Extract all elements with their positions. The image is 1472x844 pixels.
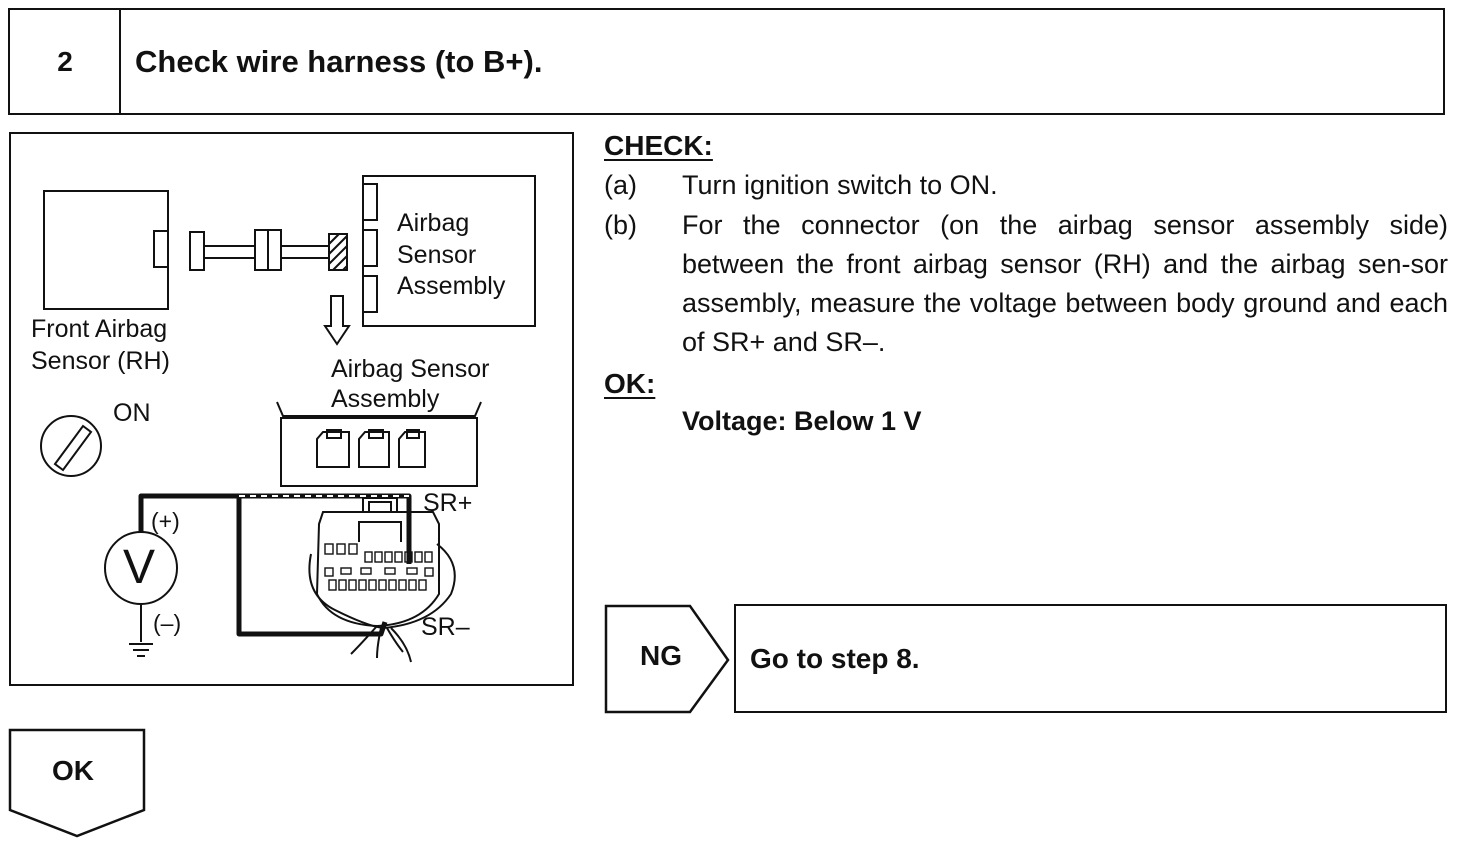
negative-label: (–) [153,610,182,636]
step-b-text: For the connector (on the airbag sensor … [682,210,1448,357]
assembly-label-top-1: Airbag [397,209,470,237]
ok-result-label: OK [52,755,94,786]
positive-label: (+) [151,508,180,534]
front-sensor-label-2: Sensor (RH) [31,347,170,375]
step-number-text: 2 [57,45,73,77]
ng-label: NG [640,640,682,671]
sr-plus-label: SR+ [423,489,473,517]
sr-minus-label: SR– [421,613,470,641]
front-sensor-body [43,190,169,310]
wiring-diagram: Front Airbag Sensor (RH) Airbag Sensor A… [9,132,574,686]
step-a-letter: (a) [604,170,637,200]
step-a-text: Turn ignition switch to ON. [682,170,998,200]
sensor-connector-face [315,511,440,628]
step-title: Check wire harness (to B+). [119,8,1445,115]
assembly-label-mid-2: Assembly [331,385,440,413]
step-b-letter: (b) [604,210,637,240]
voltage-spec: Voltage: Below 1 V [682,406,922,436]
check-heading: CHECK: [604,130,713,161]
step-number: 2 [8,8,122,115]
voltmeter-symbol: V [123,541,156,594]
front-sensor-label-1: Front Airbag [31,315,168,343]
step-title-text: Check wire harness (to B+). [135,43,543,79]
ignition-switch-icon [40,415,102,477]
front-sensor-connector [153,230,169,268]
assembly-connector [280,417,478,487]
ignition-on-label: ON [113,399,151,427]
wiring-diagram-drawing [40,175,536,663]
ok-heading: OK: [604,368,656,399]
ng-result-shape [604,604,730,714]
assembly-label-mid-1: Airbag Sensor [331,355,490,383]
assembly-label-top-2: Sensor [397,241,477,269]
down-arrow-icon [323,295,351,346]
harness-plug-left [189,231,205,271]
go-to-step-box: Go to step 8. [734,604,1447,713]
assembly-label-top-3: Assembly [397,272,506,300]
negative-lead [236,496,388,637]
go-to-step-text: Go to step 8. [750,642,920,674]
ok-result-shape [8,728,146,838]
